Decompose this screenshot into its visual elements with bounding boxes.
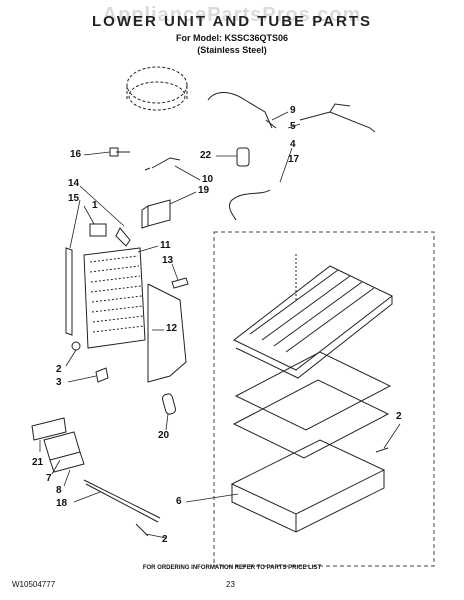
callout-10: 10 <box>202 174 214 185</box>
page-title: LOWER UNIT AND TUBE PARTS <box>92 13 372 30</box>
insulation-panel-part <box>234 351 392 431</box>
callout-15: 15 <box>68 193 80 204</box>
page-number: 23 <box>226 580 235 589</box>
evaporator-tray-part <box>233 254 393 379</box>
condenser-tube-part <box>229 189 271 221</box>
callout-18: 18 <box>56 498 68 509</box>
callout-22: 22 <box>200 150 212 161</box>
callout-2-right: 2 <box>396 411 402 422</box>
model-line: For Model: KSSC36QTS06 <box>175 33 289 43</box>
callout-11: 11 <box>160 240 171 251</box>
drain-pan-outline <box>213 231 435 567</box>
mounting-bracket-part <box>115 227 131 247</box>
screw-right-part <box>375 447 389 453</box>
gasket-panel-part <box>232 379 390 459</box>
watermark-text: AppliancePartsPros.com <box>102 4 362 26</box>
side-rail-part <box>65 247 73 336</box>
callout-8: 8 <box>56 485 62 496</box>
leader-lines <box>39 111 401 539</box>
relay-part <box>144 157 181 171</box>
callout-16: 16 <box>70 149 82 160</box>
drain-pan-part <box>230 439 386 533</box>
callout-5: 5 <box>290 121 296 132</box>
support-rod-part <box>83 479 161 523</box>
callout-17: 17 <box>288 154 300 165</box>
screw-part <box>71 341 81 351</box>
label-part <box>31 417 67 441</box>
callout-21: 21 <box>32 457 44 468</box>
condenser-coil-part <box>83 247 146 349</box>
ordering-info: FOR ORDERING INFORMATION REFER TO PARTS … <box>142 565 322 571</box>
callout-2-bottom: 2 <box>162 534 168 545</box>
callout-1: 1 <box>92 200 98 211</box>
callout-2-left: 2 <box>56 364 62 375</box>
callout-4: 4 <box>290 139 296 150</box>
callout-19: 19 <box>198 185 210 196</box>
callout-3: 3 <box>56 377 62 388</box>
callout-14: 14 <box>68 178 80 189</box>
callout-9: 9 <box>290 105 296 116</box>
drain-tube-part <box>299 103 376 133</box>
tube-part <box>207 92 273 129</box>
clip-part <box>171 277 189 289</box>
heater-loop-part <box>147 283 187 383</box>
callout-12: 12 <box>166 323 178 334</box>
compressor-illustration <box>126 66 188 111</box>
filter-part <box>236 147 250 167</box>
document-id: W10504777 <box>12 580 56 589</box>
bottom-bracket-part <box>43 431 85 473</box>
small-bracket-part <box>95 367 109 383</box>
callout-13: 13 <box>162 255 174 266</box>
capacitor-part <box>161 393 177 415</box>
bracket-part <box>141 199 171 229</box>
callout-20: 20 <box>158 430 170 441</box>
label-plate-part <box>89 223 107 237</box>
callout-7: 7 <box>46 473 52 484</box>
variant-line: (Stainless Steel) <box>197 45 267 55</box>
power-cord-part <box>109 147 130 157</box>
callout-6: 6 <box>176 496 182 507</box>
